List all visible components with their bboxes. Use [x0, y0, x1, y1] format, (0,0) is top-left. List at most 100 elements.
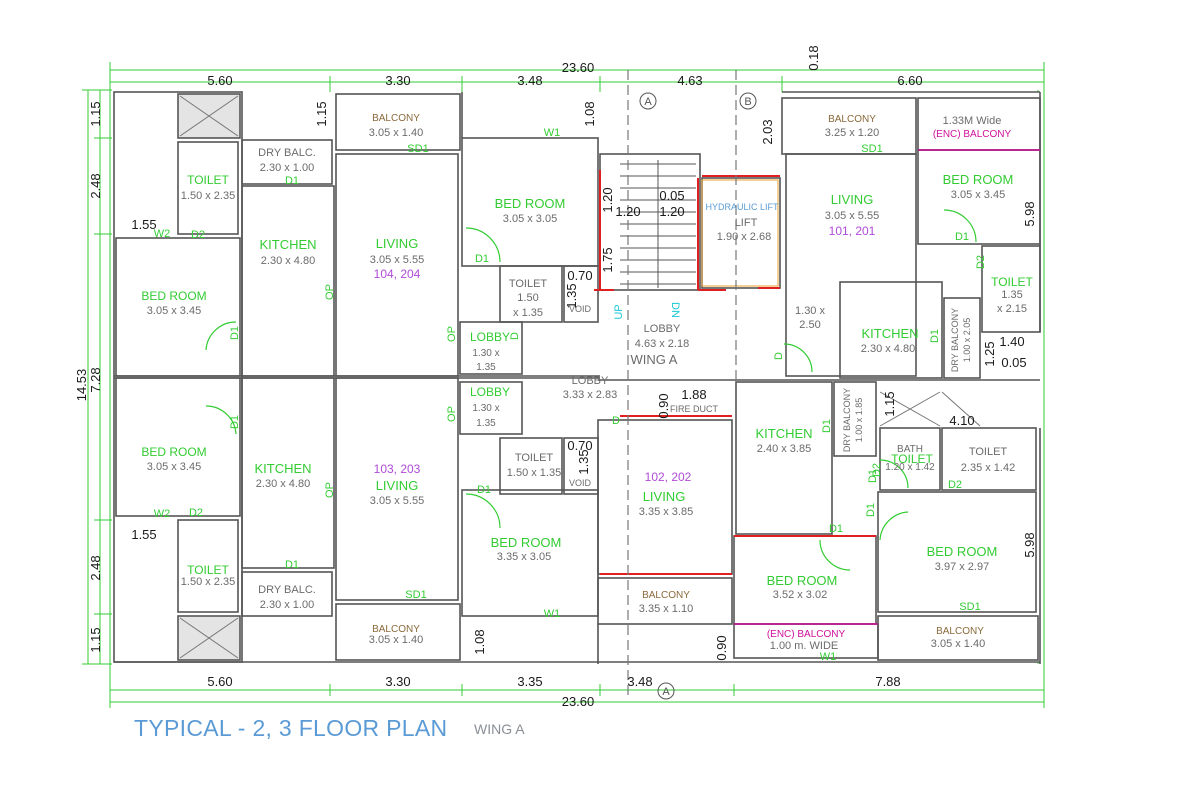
dim-label: 1.20: [600, 187, 615, 212]
room-name: VOID: [569, 304, 592, 314]
room-name: LIVING: [643, 489, 686, 504]
room-name: BALCONY: [642, 590, 690, 601]
dim-right-2: 5.98: [1022, 532, 1037, 557]
grid-bubbles: A B A: [639, 92, 757, 700]
room-size: 3.05 x 5.55: [370, 254, 424, 266]
unit-number: 102, 202: [645, 470, 692, 484]
door-tag: D1: [285, 175, 299, 187]
room-name: TOILET: [187, 173, 229, 187]
dimension-text: 23.60 5.60 3.30 3.48 4.63 0.18 6.60 23.6…: [74, 45, 1037, 709]
room-name: LIVING: [831, 192, 874, 207]
room-name: TOILET: [187, 563, 229, 577]
door-tag: D1: [229, 326, 241, 340]
room-size: x 1.35: [513, 307, 543, 319]
plan-wing: WING A: [474, 721, 525, 737]
room-name: BED ROOM: [943, 172, 1014, 187]
door-tag: SD1: [861, 143, 882, 155]
room-size: 3.05 x 3.05: [503, 213, 557, 225]
room-size: 2.30 x 4.80: [261, 255, 315, 267]
room-name: BED ROOM: [495, 196, 566, 211]
room-size: 1.33M Wide: [943, 115, 1002, 127]
dim-label: 1.35: [564, 283, 579, 308]
door-tag: D2: [189, 507, 203, 519]
door-tag: SD1: [405, 589, 426, 601]
room-size: 1.30 x: [795, 305, 825, 317]
room-size: 3.05 x 5.55: [825, 210, 879, 222]
room-size: 2.30 x 1.00: [260, 599, 314, 611]
room-size: 3.35 x 3.05: [497, 551, 551, 563]
dim-label: 1.55: [131, 217, 156, 232]
door-tag: SD1: [959, 601, 980, 613]
dim-left-1: 1.15: [88, 101, 103, 126]
door-tag: D: [509, 332, 521, 340]
room-size: 3.97 x 2.97: [935, 561, 989, 573]
dim-bot-3: 3.35: [517, 674, 542, 689]
dim-label: 4.10: [949, 413, 974, 428]
room-name: (ENC) BALCONY: [933, 129, 1012, 140]
door-tag: D1: [929, 329, 941, 343]
door-tag: D1: [821, 419, 833, 433]
room-size: 2.30 x 4.80: [256, 478, 310, 490]
grid-b-top: B: [744, 96, 751, 108]
room-name: DRY BALC.: [258, 584, 316, 596]
room-size: 1.00 x 1.85: [854, 398, 864, 443]
dim-label: 1.20: [659, 204, 684, 219]
room-size: 3.05 x 1.40: [369, 127, 423, 139]
dim-left-4: 1.15: [88, 627, 103, 652]
window-tag: W2: [154, 228, 171, 240]
room-name: TOILET: [991, 275, 1033, 289]
room-name: BED ROOM: [141, 445, 206, 459]
room-name: LIFT: [735, 217, 758, 229]
grid-a-bottom: A: [662, 686, 670, 698]
dim-label: 0.90: [656, 393, 671, 418]
room-name: BALCONY: [828, 114, 876, 125]
dim-label: 1.88: [681, 387, 706, 402]
window-tag: W1: [820, 651, 837, 663]
room-name: VOID: [569, 478, 592, 488]
room-size: 3.25 x 1.20: [825, 127, 879, 139]
dim-label: 1.20: [615, 204, 640, 219]
door-tag: D1: [475, 253, 489, 265]
room-name: BALCONY: [372, 113, 420, 124]
room-size: 3.05 x 3.45: [147, 461, 201, 473]
dim-label: 0.90: [714, 635, 729, 660]
room-size: 1.50 x 1.35: [507, 467, 561, 479]
window-tag: W1: [544, 608, 561, 620]
dim-overall-bottom: 23.60: [562, 694, 595, 709]
door-tag: D1: [477, 484, 491, 496]
room-name: BALCONY: [372, 624, 420, 635]
door-tag: D2: [948, 479, 962, 491]
door-tag: D: [612, 415, 620, 427]
dim-bot-1: 5.60: [207, 674, 232, 689]
door-tag: D2: [975, 255, 987, 269]
door-tag: D2: [191, 229, 205, 241]
door-tag: D2: [871, 463, 883, 477]
dim-right-1: 5.98: [1022, 201, 1037, 226]
room-name: LIVING: [376, 478, 419, 493]
bath-tag: BATH: [897, 444, 923, 455]
room-name: LOBBY: [470, 385, 510, 399]
room-size: 3.05 x 3.45: [147, 305, 201, 317]
door-tag: D1: [865, 503, 877, 517]
dim-top-2: 3.30: [385, 73, 410, 88]
room-name: KITCHEN: [254, 461, 311, 476]
room-name: LOBBY: [644, 323, 681, 335]
wing-label: WING A: [631, 352, 678, 367]
door-tag: SD1: [407, 143, 428, 155]
dim-label: 1.40: [999, 334, 1024, 349]
room-name: BED ROOM: [767, 573, 838, 588]
door-tag: D1: [285, 559, 299, 571]
dim-label: 1.08: [582, 101, 597, 126]
room-size: 1.20 x 1.42: [885, 462, 935, 473]
room-name: DRY BALCONY: [842, 388, 852, 452]
room-size: 3.35 x 1.10: [639, 603, 693, 615]
room-size: 3.35 x 3.85: [639, 506, 693, 518]
dim-top-5: 0.18: [806, 45, 821, 70]
plan-title: TYPICAL - 2, 3 FLOOR PLAN: [134, 715, 448, 741]
room-name: TOILET: [891, 452, 933, 466]
room-size: 2.30 x 4.80: [861, 343, 915, 355]
dim-left-overall: 14.53: [74, 369, 89, 402]
door-tag: D1: [867, 469, 879, 483]
unit-number: 103, 203: [374, 462, 421, 476]
dim-left-3: 2.48: [88, 555, 103, 580]
